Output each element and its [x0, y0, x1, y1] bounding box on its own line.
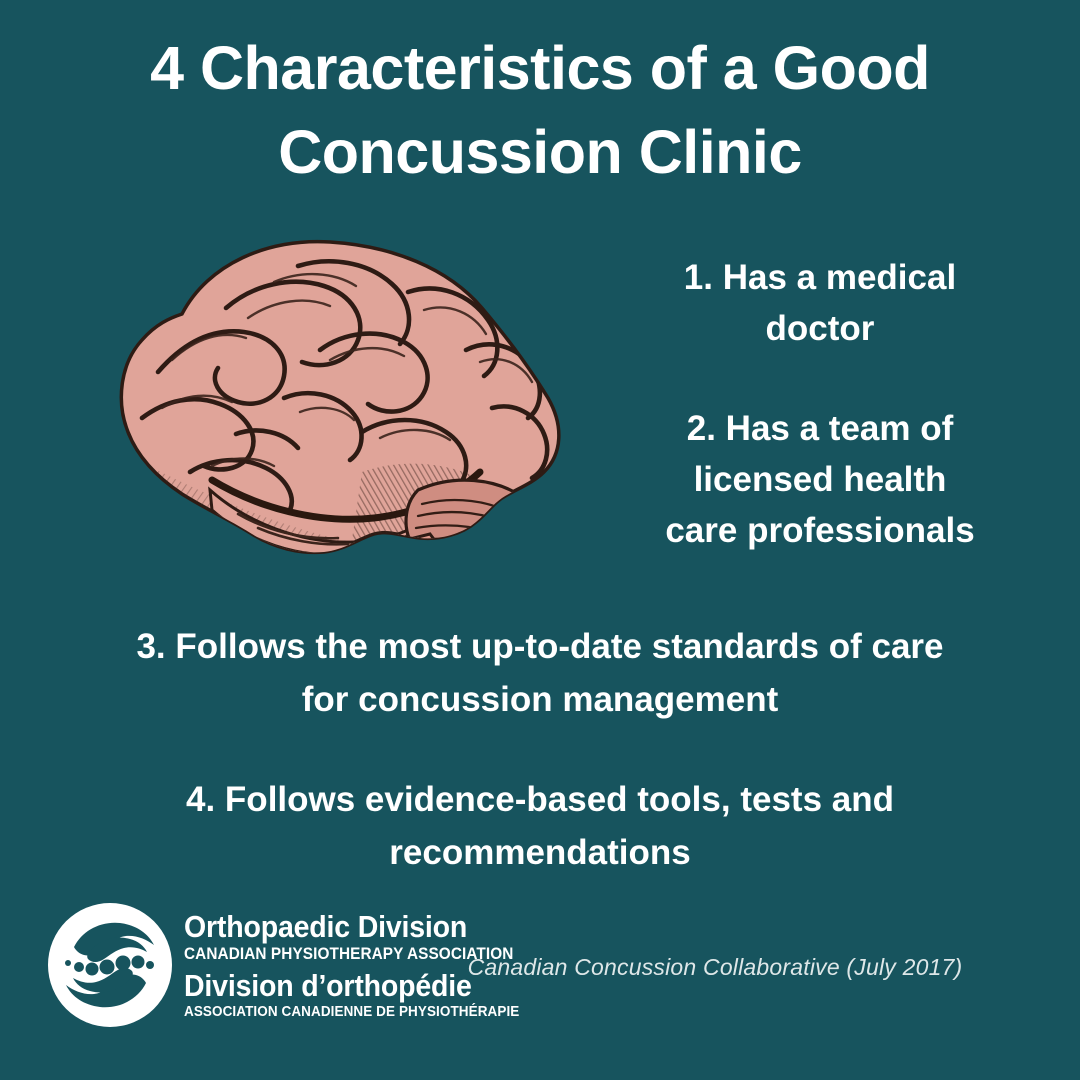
logo-line-orthopaedic-division: Orthopaedic Division [184, 908, 468, 944]
characteristic-3-line-1: 3. Follows the most up-to-date standards… [136, 627, 944, 666]
characteristic-2-line-3: care professionals [665, 511, 975, 550]
organization-logo: Orthopaedic Division CANADIAN PHYSIOTHER… [48, 903, 545, 1027]
characteristic-1-line-2: doctor [765, 309, 875, 348]
characteristic-4-line-1: 4. Follows evidence-based tools, tests a… [186, 780, 894, 819]
hands-spine-logo-icon [48, 903, 172, 1027]
characteristic-item-1: 1. Has a medical doctor [632, 252, 1008, 354]
characteristic-1-line-1: 1. Has a medical [683, 258, 957, 297]
logo-line-canadian-physiotherapy-association: CANADIAN PHYSIOTHERAPY ASSOCIATION [184, 944, 514, 963]
characteristic-item-3: 3. Follows the most up-to-date standards… [60, 620, 1020, 726]
characteristic-3-line-2: for concussion management [301, 680, 779, 719]
characteristic-item-4: 4. Follows evidence-based tools, tests a… [60, 773, 1020, 879]
characteristic-2-line-1: 2. Has a team of [686, 409, 954, 448]
characteristic-item-2: 2. Has a team of licensed health care pr… [632, 403, 1008, 556]
logo-line-division-dorthopedie: Division d’orthopédie [184, 967, 472, 1003]
characteristic-4-line-2: recommendations [389, 833, 691, 872]
title-line-1: 4 Characteristics of a Good [150, 34, 930, 102]
title-line-2: Concussion Clinic [278, 118, 802, 186]
page-title: 4 Characteristics of a Good Concussion C… [60, 26, 1020, 194]
source-attribution: Canadian Concussion Collaborative (July … [467, 954, 963, 980]
brain-illustration [62, 222, 582, 607]
logo-text-block: Orthopaedic Division CANADIAN PHYSIOTHER… [184, 908, 545, 1021]
characteristics-right-column: 1. Has a medical doctor 2. Has a team of… [632, 252, 1008, 556]
characteristic-2-line-2: licensed health [693, 460, 947, 499]
logo-line-association-canadienne: ASSOCIATION CANADIENNE DE PHYSIOTHÉRAPIE [184, 1003, 520, 1020]
